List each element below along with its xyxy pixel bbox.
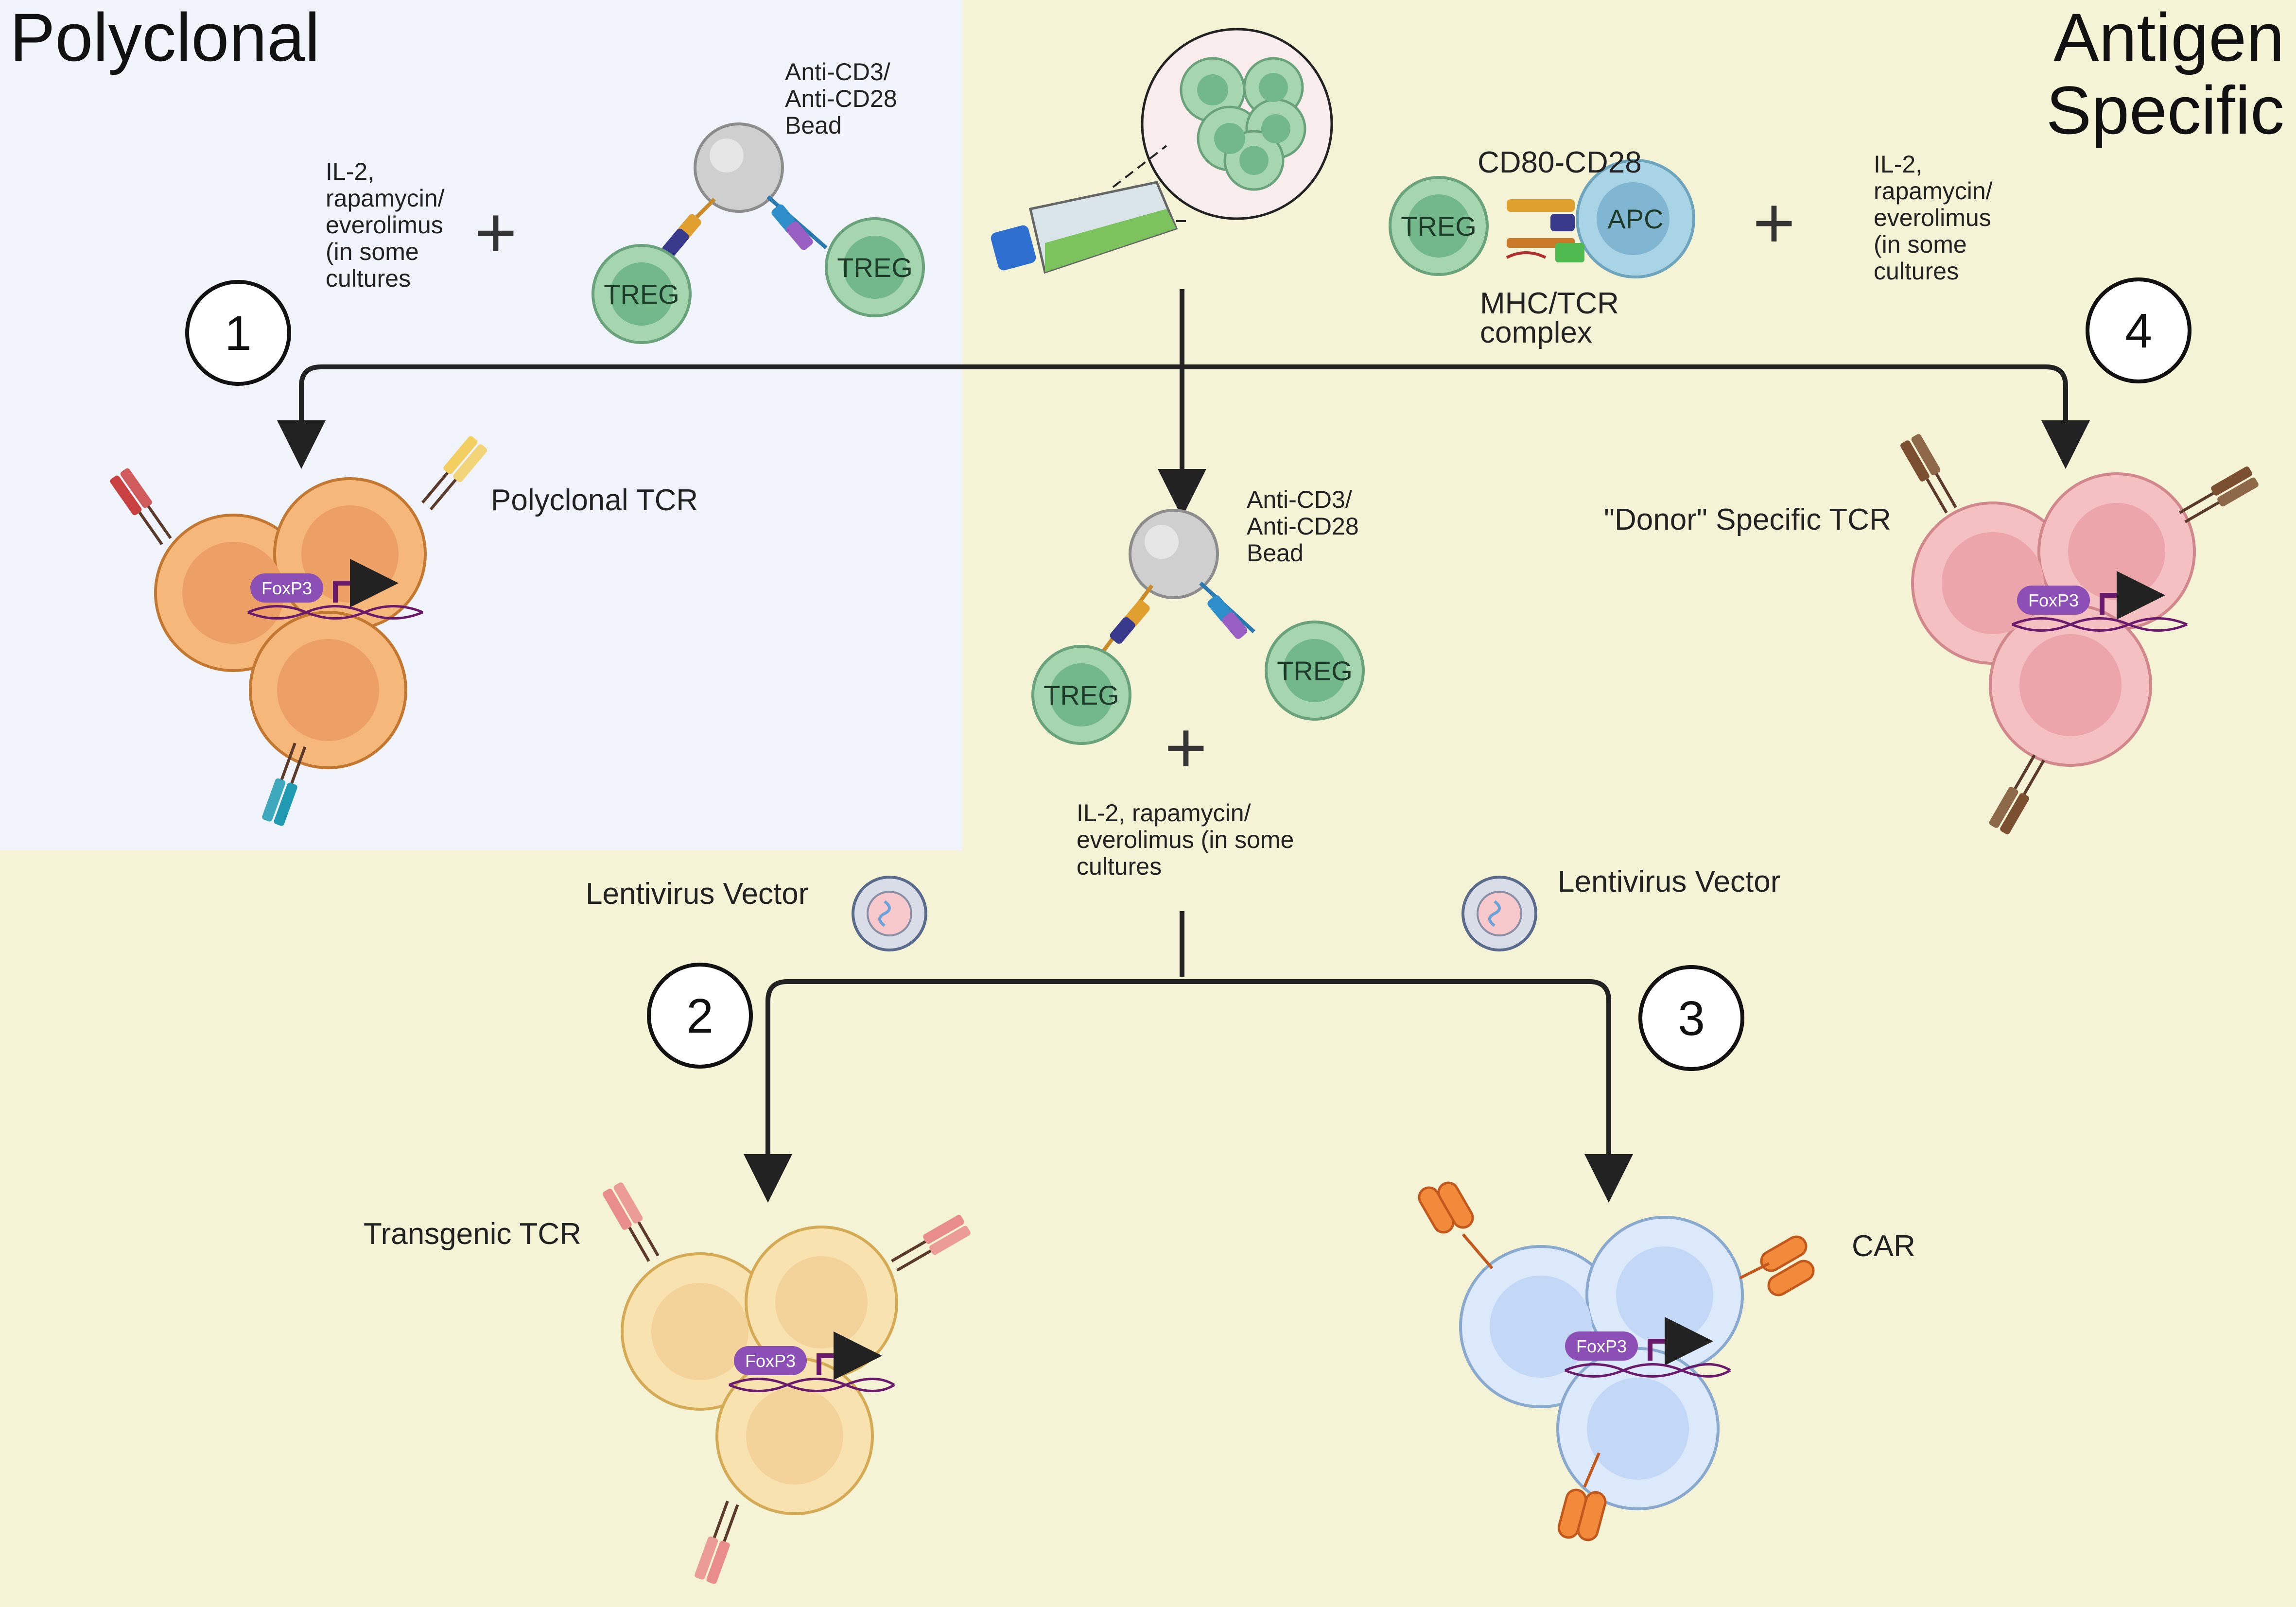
lentivirus-icon-right xyxy=(1463,877,1536,950)
plus-sign-right: + xyxy=(1753,182,1795,263)
culture-note-center-line: cultures xyxy=(1077,853,1162,880)
car-receptor xyxy=(1418,1181,1815,1541)
culture-note-center-line: everolimus (in some xyxy=(1077,826,1294,853)
foxp3-box xyxy=(1565,1331,1638,1361)
step-number: 4 xyxy=(2125,304,2152,358)
foxp3-box xyxy=(2017,586,2090,615)
bead-label-center-line3: Bead xyxy=(1247,539,1304,567)
culture-note-center-line: IL-2, rapamycin/ xyxy=(1077,799,1251,827)
culture-note-left-line: IL-2, xyxy=(326,158,374,185)
car-treg-cluster: FoxP3 xyxy=(1418,1181,1815,1541)
culture-note-right: IL-2, rapamycin/ everolimus (in some cul… xyxy=(1874,151,1993,285)
bead-activation-center: TREG TREG xyxy=(1033,510,1363,743)
arrow-step-1 xyxy=(277,364,1182,469)
culture-note-left-line: cultures xyxy=(326,265,411,292)
arrow-step-3 xyxy=(1182,979,1633,1203)
treg-label: TREG xyxy=(1044,680,1119,710)
step-2-badge: 2 xyxy=(647,963,753,1069)
bead-label-left-line3: Bead xyxy=(785,112,842,139)
bead-label-center-line2: Anti-CD28 xyxy=(1247,513,1359,540)
culture-note-left: IL-2, rapamycin/ everolimus (in some cul… xyxy=(326,158,445,292)
polyclonal-title: Polyclonal xyxy=(10,0,320,75)
step-1-badge: 1 xyxy=(185,280,291,386)
car-label: CAR xyxy=(1852,1229,1915,1263)
treg-label: TREG xyxy=(604,279,679,310)
culture-flask-icon xyxy=(991,28,1333,274)
donor-specific-treg-cluster: FoxP3 xyxy=(1899,433,2260,835)
foxp3-box xyxy=(250,573,323,603)
arrow-step-4 xyxy=(1182,364,2090,469)
bead-activation-left: TREG TREG xyxy=(593,124,923,343)
plus-sign-left: + xyxy=(474,191,517,273)
polyclonal-panel xyxy=(0,0,962,850)
treg-label: TREG xyxy=(1277,656,1353,686)
step-number: 3 xyxy=(1678,991,1705,1046)
culture-note-left-line: (in some xyxy=(326,238,419,265)
treg-apc-interaction: TREG APC xyxy=(1390,159,1695,278)
lentivirus-label-left: Lentivirus Vector xyxy=(586,877,808,911)
culture-note-right-line: IL-2, xyxy=(1874,151,1922,178)
bead-label-center-line1: Anti-CD3/ xyxy=(1247,486,1352,513)
antigen-title-line1: Antigen xyxy=(2053,0,2284,75)
culture-note-right-line: cultures xyxy=(1874,258,1959,285)
plus-sign-center: + xyxy=(1165,707,1207,788)
lentivirus-label-right: Lentivirus Vector xyxy=(1558,865,1780,899)
mhc-tcr-label-line1: MHC/TCR xyxy=(1480,287,1619,320)
polyclonal-treg-cluster: FoxP3 xyxy=(109,435,488,827)
culture-note-left-line: everolimus xyxy=(326,211,443,239)
step-number: 1 xyxy=(225,306,252,361)
step-number: 2 xyxy=(686,989,713,1043)
mhc-tcr-label-line2: complex xyxy=(1480,316,1592,349)
lentivirus-icon-left xyxy=(853,877,926,950)
transgenic-treg-cluster: FoxP3 xyxy=(602,1181,972,1585)
culture-note-right-line: everolimus xyxy=(1874,204,1991,231)
foxp3-label: FoxP3 xyxy=(745,1351,796,1371)
flow-arrows xyxy=(277,289,2090,1203)
apc-label: APC xyxy=(1607,204,1663,234)
bead-label-left-line2: Anti-CD28 xyxy=(785,85,897,112)
foxp3-box xyxy=(734,1346,807,1375)
foxp3-label: FoxP3 xyxy=(1576,1336,1627,1356)
culture-note-right-line: (in some xyxy=(1874,231,1967,258)
culture-note-left-line: rapamycin/ xyxy=(326,185,445,212)
transgenic-tcr-label: Transgenic TCR xyxy=(364,1217,581,1251)
antigen-title-line2: Specific xyxy=(2046,72,2284,148)
step-4-badge: 4 xyxy=(2086,277,2192,383)
treg-label: TREG xyxy=(837,252,913,283)
treg-label: TREG xyxy=(1401,211,1477,242)
cd80-cd28-label: CD80-CD28 xyxy=(1478,146,1642,179)
bead-label-left-line1: Anti-CD3/ xyxy=(785,58,890,86)
foxp3-label: FoxP3 xyxy=(261,578,312,598)
polyclonal-tcr-label: Polyclonal TCR xyxy=(491,484,698,517)
arrow-step-2 xyxy=(744,979,1182,1203)
culture-note-right-line: rapamycin/ xyxy=(1874,177,1993,205)
foxp3-label: FoxP3 xyxy=(2028,590,2079,610)
step-3-badge: 3 xyxy=(1638,965,1744,1071)
donor-specific-tcr-label: "Donor" Specific TCR xyxy=(1604,503,1891,536)
